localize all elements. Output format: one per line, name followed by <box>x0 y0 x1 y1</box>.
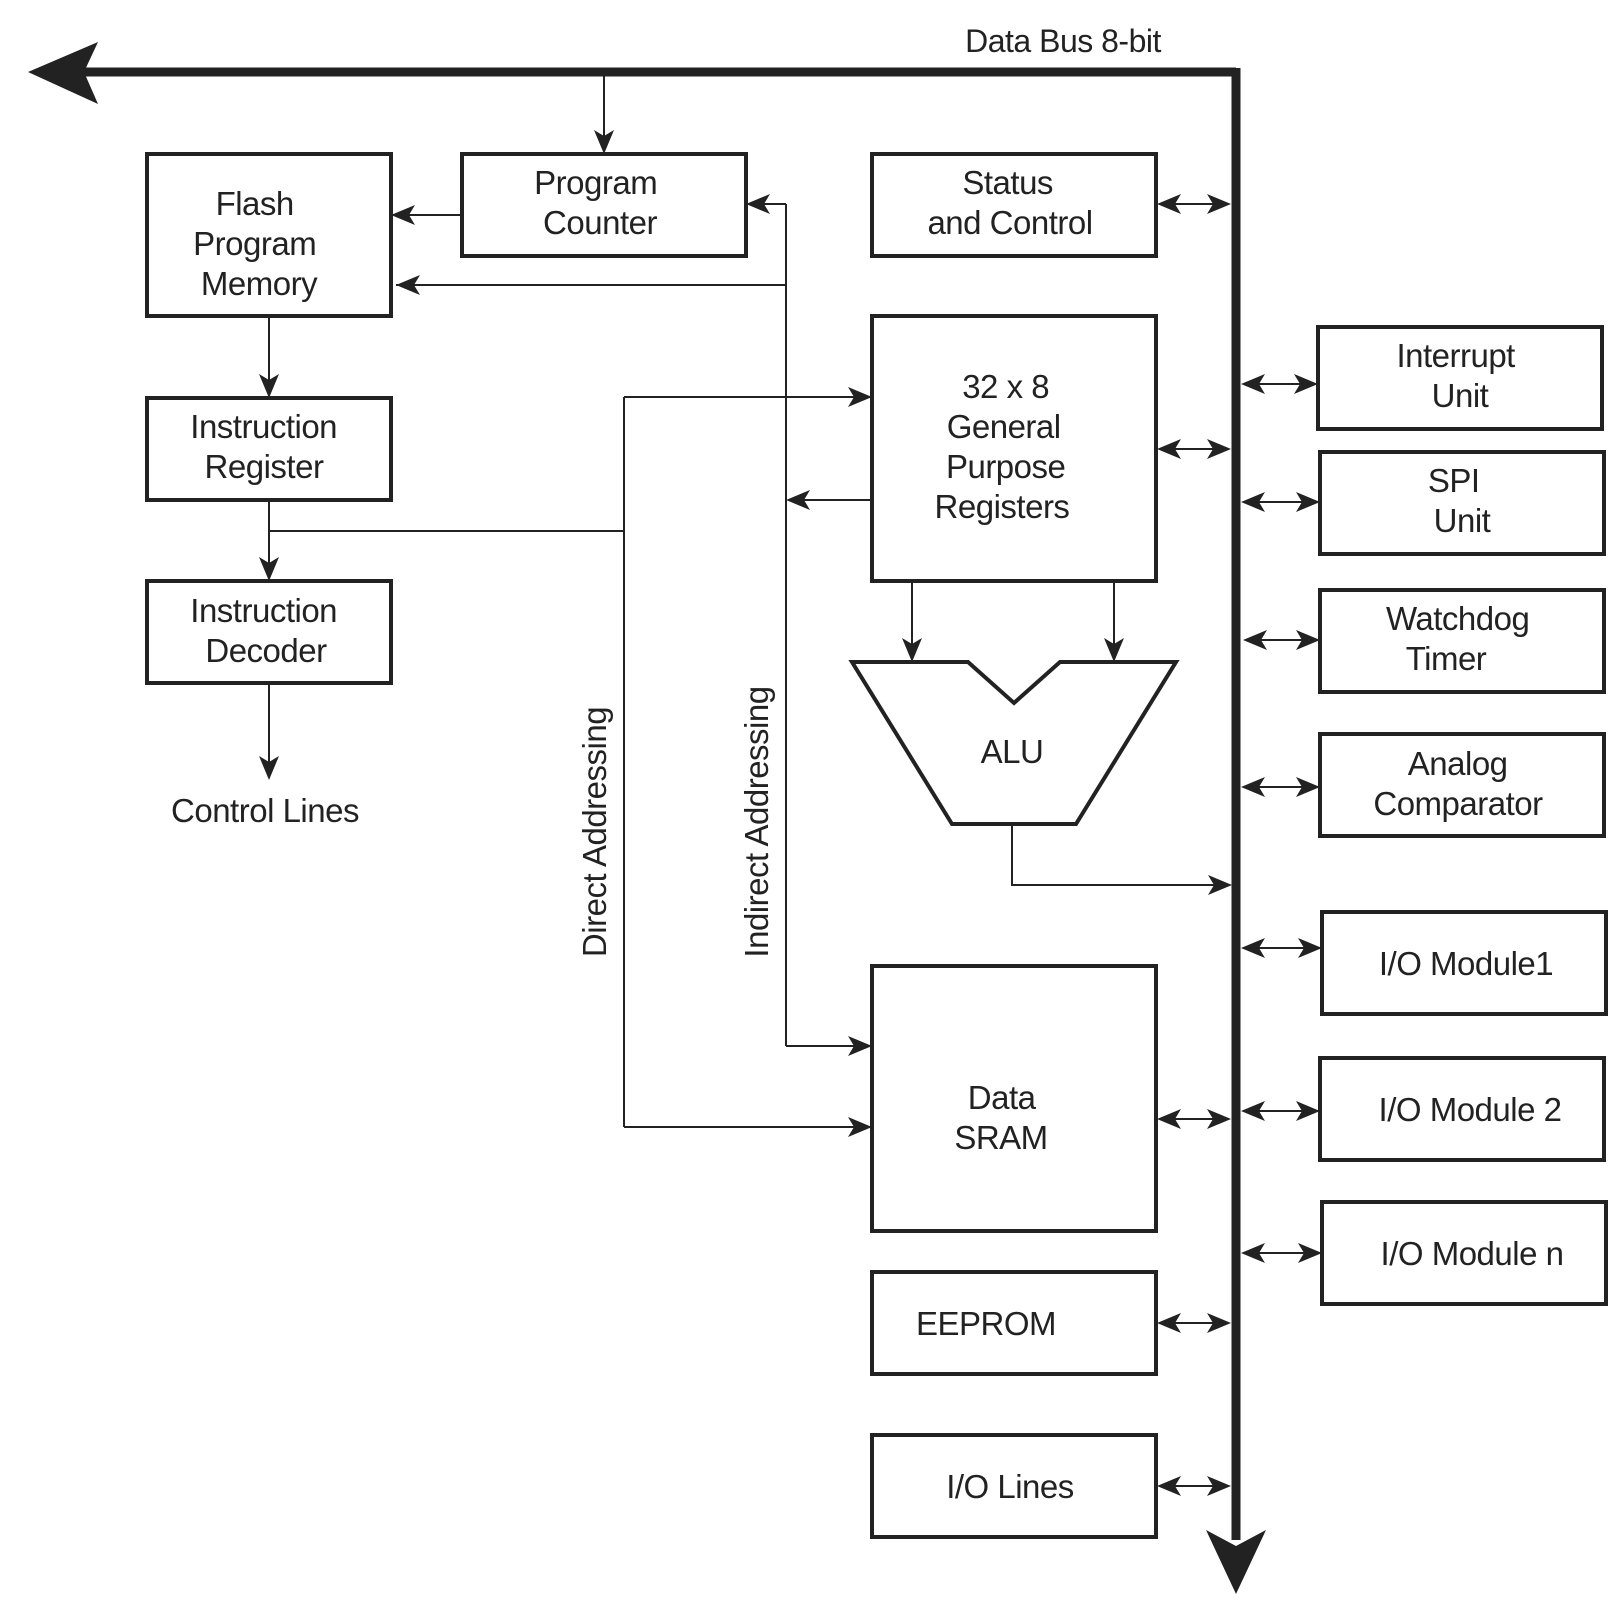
io-module-1-block: I/O Module1 <box>1320 910 1608 1016</box>
general-purpose-registers-label: 32 x 8 General Purpose Registers <box>935 368 1074 525</box>
instruction-register-label: Instruction Register <box>190 408 345 485</box>
data-bus-label: Data Bus 8-bit <box>965 23 1161 59</box>
alu-block: ALU <box>848 660 1180 826</box>
arrow-alu-to-bus <box>1208 875 1232 895</box>
alu-to-bus-line <box>1011 824 1218 886</box>
status-bus-link <box>1157 194 1231 214</box>
data-sram-block: Data SRAM <box>870 964 1158 1233</box>
arrow-into-decoder <box>259 557 279 581</box>
io-module-n-block: I/O Module n <box>1320 1200 1608 1306</box>
gpr-bus-link <box>1157 439 1231 459</box>
spi-bus-link <box>1241 492 1320 512</box>
instruction-decoder-block: Instruction Decoder <box>145 579 393 685</box>
analog-comparator-label: Analog Comparator <box>1373 745 1543 822</box>
analog-bus-link <box>1241 777 1320 797</box>
io-lines-block: I/O Lines <box>870 1433 1158 1539</box>
general-purpose-registers-block: 32 x 8 General Purpose Registers <box>870 314 1158 583</box>
arrow-into-flash-indirect <box>396 275 420 295</box>
io-module-2-label: I/O Module 2 <box>1379 1091 1562 1128</box>
arrow-into-alu-left <box>902 638 922 662</box>
watchdog-timer-label: Watchdog Timer <box>1386 600 1538 677</box>
arrowheads <box>259 130 1232 1137</box>
connectors <box>268 72 1218 1128</box>
status-and-control-block: Status and Control <box>870 152 1158 258</box>
status-and-control-label: Status and Control <box>927 164 1092 241</box>
arrow-into-flash-from-pc <box>391 205 415 225</box>
data-bus <box>28 42 1266 1594</box>
watchdog-bus-link <box>1243 630 1320 650</box>
interrupt-unit-block: Interrupt Unit <box>1316 325 1604 431</box>
flash-program-memory-label: Flash Program Memory <box>193 185 325 302</box>
arrow-into-pc-indirect <box>746 194 770 214</box>
watchdog-timer-block: Watchdog Timer <box>1318 588 1606 694</box>
control-lines-label: Control Lines <box>171 792 359 829</box>
interrupt-bus-link <box>1241 374 1318 394</box>
program-counter-label: Program Counter <box>534 164 666 241</box>
io-module-1-bus-link <box>1241 938 1322 958</box>
program-counter-block: Program Counter <box>460 152 748 258</box>
eeprom-bus-link <box>1157 1313 1231 1333</box>
instruction-decoder-label: Instruction Decoder <box>190 592 345 669</box>
spi-unit-block: SPI Unit <box>1318 450 1606 556</box>
io-lines-bus-link <box>1157 1476 1231 1496</box>
data-sram-label: Data SRAM <box>954 1079 1047 1156</box>
arrow-gpr-to-indirect <box>786 490 810 510</box>
arrow-into-pc <box>594 130 614 154</box>
io-module-n-bus-link <box>1241 1243 1322 1263</box>
arrow-into-alu-right <box>1104 638 1124 662</box>
eeprom-label: EEPROM <box>916 1305 1056 1342</box>
direct-addressing-label: Direct Addressing <box>576 707 613 957</box>
sram-bus-link <box>1157 1109 1231 1129</box>
interrupt-unit-label: Interrupt Unit <box>1396 337 1523 414</box>
arrow-into-sram-direct <box>848 1117 872 1137</box>
arrow-to-control-lines <box>259 756 279 780</box>
io-module-1-label: I/O Module1 <box>1379 945 1553 982</box>
instruction-register-block: Instruction Register <box>145 396 393 502</box>
arrow-into-ir <box>259 374 279 398</box>
bus-down-arrowhead <box>1206 1530 1266 1594</box>
indirect-addressing-label: Indirect Addressing <box>738 686 775 957</box>
alu-label: ALU <box>981 733 1044 770</box>
arrow-into-gpr-direct <box>848 387 872 407</box>
io-module-2-bus-link <box>1241 1101 1320 1121</box>
bus-left-arrowhead <box>28 42 98 104</box>
bus-links <box>1157 194 1322 1496</box>
eeprom-block: EEPROM <box>870 1270 1158 1376</box>
spi-unit-label: SPI Unit <box>1428 462 1491 539</box>
io-module-n-label: I/O Module n <box>1381 1235 1564 1272</box>
flash-program-memory-block: Flash Program Memory <box>145 152 393 318</box>
arrow-into-sram-indirect <box>848 1036 872 1056</box>
io-lines-label: I/O Lines <box>946 1468 1074 1505</box>
io-module-2-block: I/O Module 2 <box>1318 1056 1606 1162</box>
analog-comparator-block: Analog Comparator <box>1318 732 1606 838</box>
